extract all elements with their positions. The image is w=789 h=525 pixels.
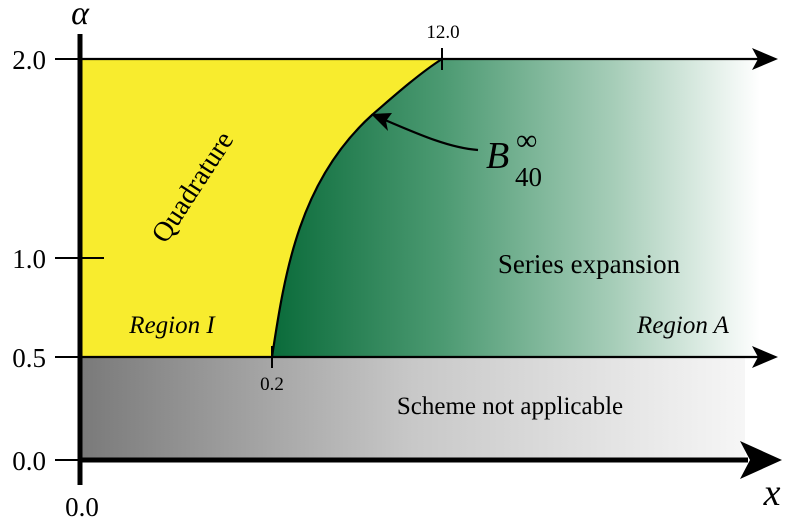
region-one-label: Region I: [128, 312, 216, 339]
y-tick-label-0: 0.0: [12, 446, 46, 476]
region-a-label: Region A: [636, 312, 730, 339]
boundary-curve: [270, 58, 443, 358]
x-axis-arrowhead: [740, 441, 782, 479]
alpha-0-5-arrowhead: [752, 346, 778, 368]
curve-label-superscript: ∞: [516, 124, 537, 157]
curve-pointer-arrow: [384, 118, 479, 152]
curve-pointer-arrowhead: [371, 113, 392, 131]
y-tick-label-2: 2.0: [12, 45, 46, 75]
not-applicable-region: [82, 357, 745, 460]
curve-label: B ∞ 40: [486, 124, 542, 192]
x-axis-symbol: x: [763, 472, 781, 514]
series-expansion-region: [272, 59, 760, 357]
tick-label-0-2: 0.2: [260, 374, 284, 395]
x-origin-label: 0.0: [65, 492, 99, 522]
tick-label-12: 12.0: [426, 22, 459, 43]
series-expansion-label: Series expansion: [498, 249, 681, 279]
alpha-2-arrowhead: [752, 48, 778, 70]
y-tick-label-1: 1.0: [12, 244, 46, 274]
curve-label-subscript: 40: [515, 162, 542, 192]
curve-label-base: B: [486, 135, 509, 177]
y-axis-symbol: α: [71, 0, 90, 32]
not-applicable-label: Scheme not applicable: [397, 393, 623, 420]
y-tick-label-0-5: 0.5: [12, 343, 46, 373]
